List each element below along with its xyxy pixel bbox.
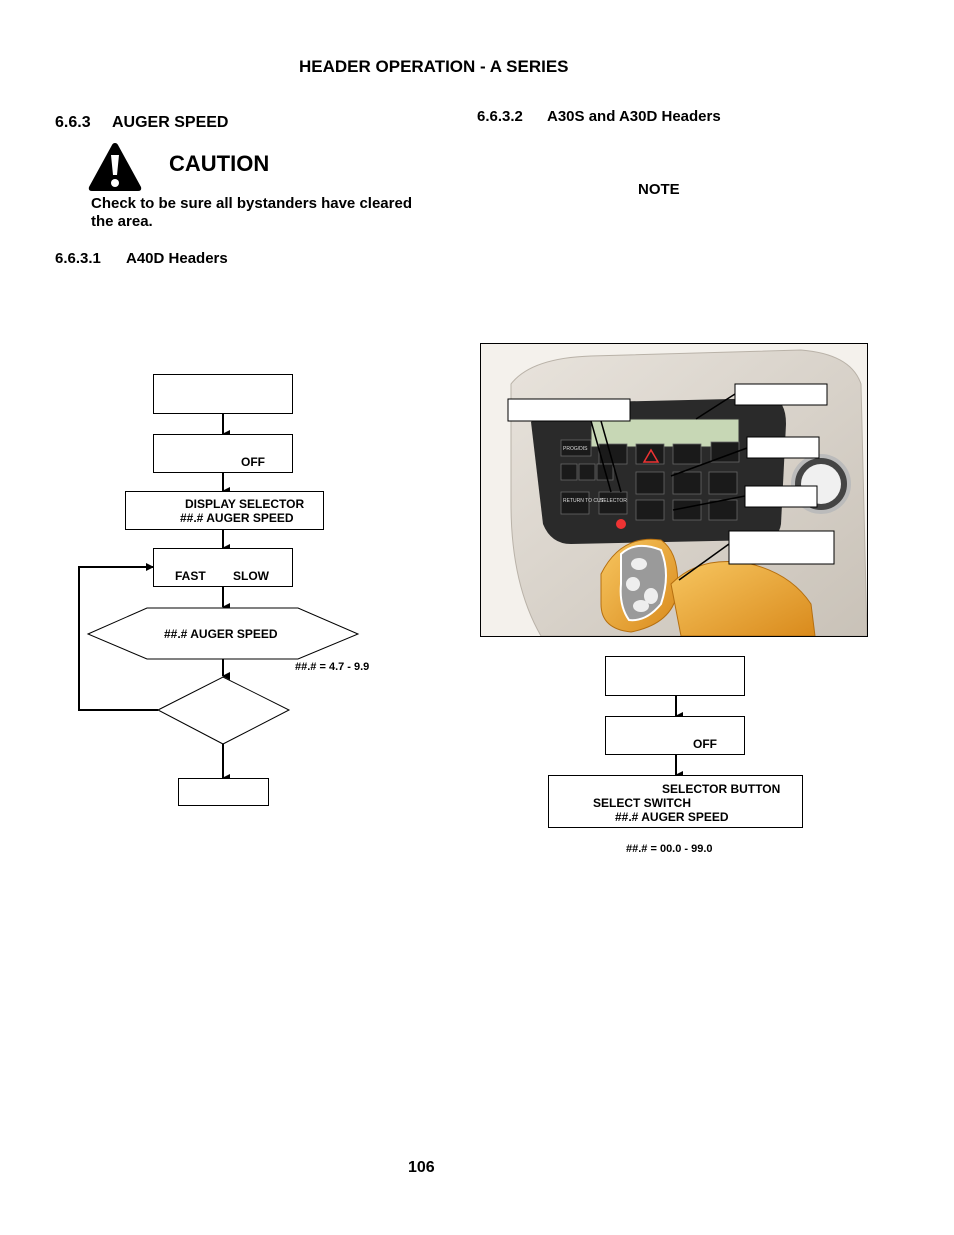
section-number: 6.6.3 [55, 114, 91, 131]
subsection-a30-number: 6.6.3.2 [477, 108, 523, 125]
flow-a40d-box-2: OFF [153, 434, 293, 473]
flow-a40d-off-text: OFF [241, 455, 265, 469]
subsection-a30-title: A30S and A30D Headers [547, 108, 721, 125]
warning-triangle-icon [88, 143, 142, 191]
page-number: 106 [408, 1159, 435, 1176]
flow-a40d-auger-speed: ##.# AUGER SPEED [180, 511, 294, 525]
caution-text-line1: Check to be sure all bystanders have cle… [91, 195, 412, 212]
flow-a40d-box-3: DISPLAY SELECTOR ##.# AUGER SPEED [125, 491, 324, 530]
flow-a40d-hex-text: ##.# AUGER SPEED [164, 627, 278, 641]
flow-a30-range: ##.# = 00.0 - 99.0 [626, 843, 713, 855]
control-panel-figure: PROG/DIS RETURN TO CUT SELECTOR [480, 343, 868, 637]
flow-a40d-end-box [178, 778, 269, 806]
caution-title: CAUTION [169, 151, 270, 176]
panel-return-label: RETURN TO CUT [563, 498, 604, 504]
flow-a40d-range: ##.# = 4.7 - 9.9 [295, 661, 370, 673]
section-title: AUGER SPEED [112, 114, 229, 131]
subsection-a40d-number: 6.6.3.1 [55, 250, 101, 267]
flow-a30-box-1 [605, 656, 745, 696]
flow-a30-box-3: SELECTOR BUTTON SELECT SWITCH ##.# AUGER… [548, 775, 803, 828]
flow-a40d-fast: FAST [175, 569, 206, 583]
subsection-a40d-title: A40D Headers [126, 250, 228, 267]
page-header-title: HEADER OPERATION - A SERIES [299, 57, 569, 76]
flow-a30-select-switch: SELECT SWITCH [593, 796, 691, 810]
flow-a30-off-text: OFF [693, 737, 717, 751]
flow-a30-box-2: OFF [605, 716, 745, 755]
caution-text-line2: the area. [91, 213, 153, 230]
note-label: NOTE [638, 181, 680, 198]
flow-a30-auger-speed: ##.# AUGER SPEED [615, 810, 729, 824]
flow-a40d-box-4: FAST SLOW [153, 548, 293, 587]
flow-a40d-box-1 [153, 374, 293, 414]
flow-a40d-slow: SLOW [233, 569, 269, 583]
flow-a30-selector-button: SELECTOR BUTTON [662, 782, 781, 796]
panel-selector-label: SELECTOR [600, 498, 627, 504]
flow-a40d-display-selector: DISPLAY SELECTOR [185, 497, 305, 511]
control-panel-illustration: PROG/DIS RETURN TO CUT SELECTOR [481, 344, 867, 636]
panel-prog-dis-label: PROG/DIS [563, 446, 588, 452]
